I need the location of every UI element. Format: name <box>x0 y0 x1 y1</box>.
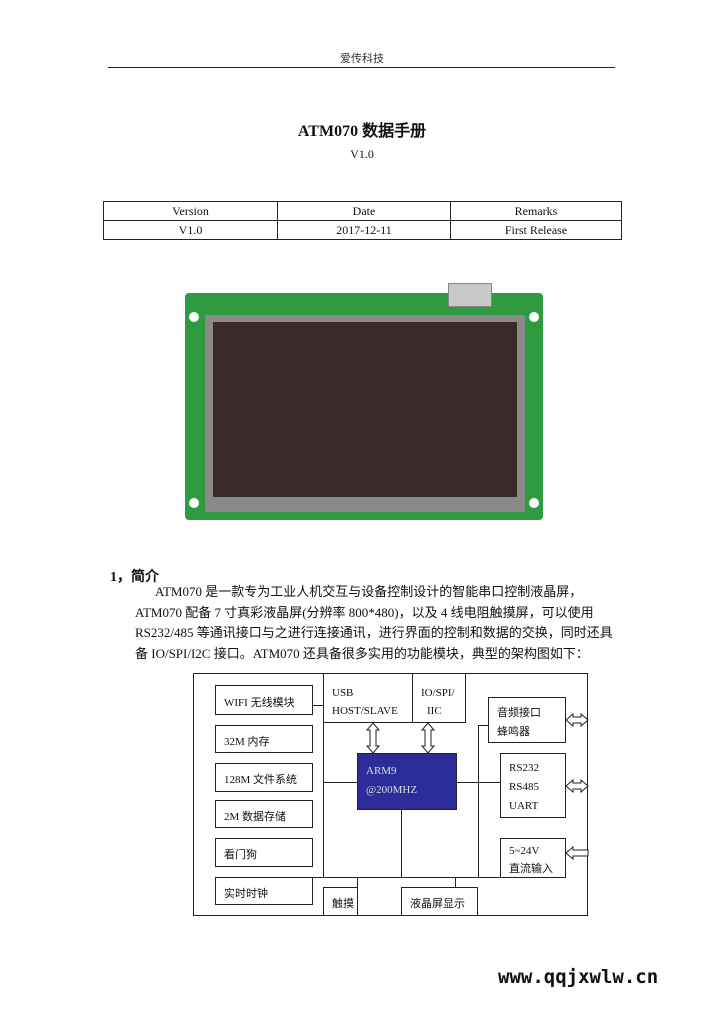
ram-box: 32M 内存 <box>215 725 313 753</box>
touch-box: 触摸 <box>323 887 358 916</box>
io-label: IO/SPI/ <box>421 687 455 699</box>
double-arrow-icon <box>365 722 381 754</box>
wifi-box: WIFI 无线模块 <box>215 685 313 715</box>
cell: V1.0 <box>103 220 278 240</box>
rtc-box: 实时时钟 <box>215 877 313 905</box>
header-cell: Date <box>277 201 451 221</box>
mount-hole <box>529 498 539 508</box>
iic-label: IIC <box>427 705 442 717</box>
double-arrow-icon <box>565 778 589 794</box>
rs485-label: RS485 <box>509 781 539 793</box>
voltage-label: 5~24V <box>509 845 540 857</box>
cell: First Release <box>450 220 622 240</box>
mount-hole <box>529 312 539 322</box>
page-header: 爱传科技 <box>340 53 384 65</box>
power-box: 5~24V 直流输入 <box>500 838 566 878</box>
header-divider <box>108 67 615 68</box>
audio-box: 音频接口蜂鸣器 <box>488 697 566 743</box>
watermark: www.qqjxwlw.cn <box>498 966 659 988</box>
storage-box: 2M 数据存储 <box>215 800 313 828</box>
document-title: ATM070 数据手册 <box>297 123 427 140</box>
usb-mode-label: HOST/SLAVE <box>332 705 398 717</box>
section-paragraph: ATM070 是一款专为工业人机交互与设备控制设计的智能串口控制液晶屏，ATM0… <box>135 582 625 664</box>
usb-label: USB <box>332 687 354 699</box>
cpu-label: ARM9 <box>366 765 397 777</box>
cpu-freq-label: @200MHZ <box>366 784 418 796</box>
mount-hole <box>189 312 199 322</box>
watchdog-box: 看门狗 <box>215 838 313 867</box>
lcd-screen <box>213 322 517 497</box>
uart-label: UART <box>509 800 539 812</box>
buzzer-label: 蜂鸣器 <box>497 726 530 738</box>
document-version: V1.0 <box>350 147 374 161</box>
double-arrow-icon <box>420 722 436 754</box>
mount-hole <box>189 498 199 508</box>
filesystem-box: 128M 文件系统 <box>215 763 313 792</box>
section-heading: 1，简介 <box>110 570 159 585</box>
usb-box: USB HOST/SLAVE <box>323 673 413 723</box>
paragraph-text: ATM070 是一款专为工业人机交互与设备控制设计的智能串口控制液晶屏，ATM0… <box>135 584 613 661</box>
lcd-display-box: 液晶屏显示 <box>401 887 478 916</box>
io-box: IO/SPI/IIC <box>412 673 466 723</box>
rs232-label: RS232 <box>509 762 539 774</box>
double-arrow-icon <box>565 712 589 728</box>
cpu-box: ARM9 @200MHZ <box>357 753 457 810</box>
dc-input-label: 直流输入 <box>509 863 553 875</box>
usb-port <box>448 283 492 307</box>
audio-label: 音频接口 <box>497 707 541 719</box>
left-arrow-icon <box>565 845 589 861</box>
